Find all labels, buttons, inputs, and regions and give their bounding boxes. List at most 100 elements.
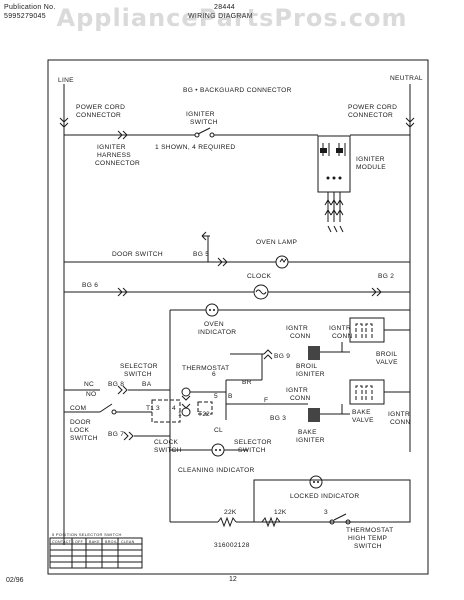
bg8-label: BG 8	[108, 381, 124, 388]
oven-indicator-2: INDICATOR	[198, 329, 236, 336]
ignitr-conn-3b: CONN	[290, 395, 311, 402]
ignitr-conn-1b: CONN	[290, 333, 311, 340]
selector-table: CONTACTS OFF BAKE BROIL CLEAN	[49, 537, 143, 569]
bg9-label: BG 9	[274, 353, 290, 360]
locked-indicator-label: LOCKED INDICATOR	[290, 493, 359, 500]
com-label: COM	[70, 405, 86, 412]
ignitr-conn-4b: CONN	[390, 419, 411, 426]
table-h-off: OFF	[75, 540, 84, 544]
resistor-22k-label: 22K	[224, 509, 237, 516]
door-lock-3: SWITCH	[70, 435, 98, 442]
bake-valve-2: VALVE	[352, 417, 374, 424]
cleaning-indicator-lamp	[211, 443, 225, 457]
line-label: LINE	[58, 77, 74, 84]
power-cord-right-1: POWER CORD	[348, 104, 397, 111]
bg6-label: BG 6	[82, 282, 98, 289]
table-caption: 5 POSITION SELECTOR SWITCH	[52, 532, 122, 537]
broil-valve-1: BROIL	[376, 351, 397, 358]
resistor-22k	[217, 516, 237, 528]
t1-label: T1	[146, 405, 154, 412]
igniter-switch-2: SWITCH	[190, 119, 218, 126]
door-switch-arrow	[201, 231, 210, 241]
igniter-module-2: MODULE	[356, 164, 386, 171]
resistor-12k	[261, 516, 281, 528]
ba-label: BA	[142, 381, 152, 388]
t2-label: T2	[198, 411, 206, 418]
oven-lamp-label: OVEN LAMP	[256, 239, 297, 246]
part-number: 316002128	[214, 542, 250, 549]
high-temp-switch-contact	[333, 513, 347, 521]
selector-switch-top-2: SWITCH	[124, 371, 152, 378]
broil-igniter-2: IGNITER	[296, 371, 325, 378]
broil-valve-box	[349, 317, 385, 343]
model-number: 28444	[214, 4, 235, 11]
footer-page: 12	[229, 576, 237, 583]
n4-label: 4	[172, 405, 176, 412]
clock-label: CLOCK	[247, 273, 272, 280]
thermostat-label: THERMOSTAT	[182, 365, 229, 372]
bake-valve-1: BAKE	[352, 409, 371, 416]
clock-switch-2: SWITCH	[154, 447, 182, 454]
bg7-label: BG 7	[108, 431, 124, 438]
publication-label: Publication No.	[4, 4, 56, 11]
igniter-harness-connector	[117, 130, 128, 140]
ignitr-conn-3a: IGNTR	[286, 387, 308, 394]
f-label: F	[264, 397, 268, 404]
igniter-module-1: IGNITER	[356, 156, 385, 163]
power-cord-left-1: POWER CORD	[76, 104, 125, 111]
high-temp-1: THERMOSTAT	[346, 527, 393, 534]
oven-indicator-lamp	[205, 303, 219, 317]
bake-igniter-element	[308, 408, 320, 422]
table-h-broil: BROIL	[105, 540, 117, 544]
broil-valve-2: VALVE	[376, 359, 398, 366]
selector-switch-bottom-1: SELECTOR	[234, 439, 272, 446]
t3-label: 3	[156, 405, 160, 412]
igniter-harness-1: IGNITER	[97, 144, 126, 151]
power-cord-left-2: CONNECTOR	[76, 112, 121, 119]
shown-required-label: 1 SHOWN, 4 REQUIRED	[155, 144, 235, 151]
diagram-frame	[47, 59, 429, 575]
neutral-label: NEUTRAL	[390, 75, 423, 82]
watermark: AppliancePartsPros.com	[56, 4, 408, 32]
bg3-label: BG 3	[270, 415, 286, 422]
n3-label: 3	[324, 509, 328, 516]
broil-igniter-1: BROIL	[296, 363, 317, 370]
resistor-12k-label: 12K	[274, 509, 287, 516]
ignitr-conn-4a: IGNTR	[388, 411, 410, 418]
clock-switch-1: CLOCK	[154, 439, 179, 446]
oven-lamp-symbol	[275, 255, 289, 269]
ignitr-conn-2b: CONN	[332, 333, 353, 340]
bg2-label: BG 2	[378, 273, 394, 280]
high-temp-2: HIGH TEMP	[348, 535, 388, 542]
ignitr-conn-2a: IGNTR	[329, 325, 351, 332]
door-lock-contact	[99, 403, 113, 413]
bake-valve-box	[349, 379, 385, 405]
n5-label: 5	[214, 393, 218, 400]
bg5-label: BG 5	[193, 251, 209, 258]
door-lock-1: DOOR	[70, 419, 91, 426]
oven-indicator-1: OVEN	[204, 321, 224, 328]
bg-connector-label: BG • BACKGUARD CONNECTOR	[183, 87, 292, 94]
broil-igniter-element	[308, 346, 320, 360]
nc-label: NC	[84, 381, 94, 388]
bake-igniter-1: BAKE	[298, 429, 317, 436]
br-label: BR	[242, 379, 252, 386]
door-switch-label: DOOR SWITCH	[112, 251, 163, 258]
locked-indicator-loop	[253, 479, 411, 523]
b-label: B	[228, 393, 233, 400]
door-lock-2: LOCK	[70, 427, 89, 434]
high-temp-3: SWITCH	[354, 543, 382, 550]
power-cord-right-connector	[405, 117, 415, 128]
igniter-switch-1: IGNITER	[186, 111, 215, 118]
power-cord-left-connector	[59, 117, 69, 128]
cl-label: CL	[214, 427, 223, 434]
selector-switch-top-1: SELECTOR	[120, 363, 158, 370]
table-h-clean: CLEAN	[121, 540, 135, 544]
publication-number: 5995279045	[4, 13, 46, 20]
bake-igniter-2: IGNITER	[296, 437, 325, 444]
igniter-harness-2: HARNESS	[97, 152, 131, 159]
selector-switch-box	[151, 399, 181, 423]
igniter-harness-3: CONNECTOR	[95, 160, 140, 167]
power-cord-right-2: CONNECTOR	[348, 112, 393, 119]
